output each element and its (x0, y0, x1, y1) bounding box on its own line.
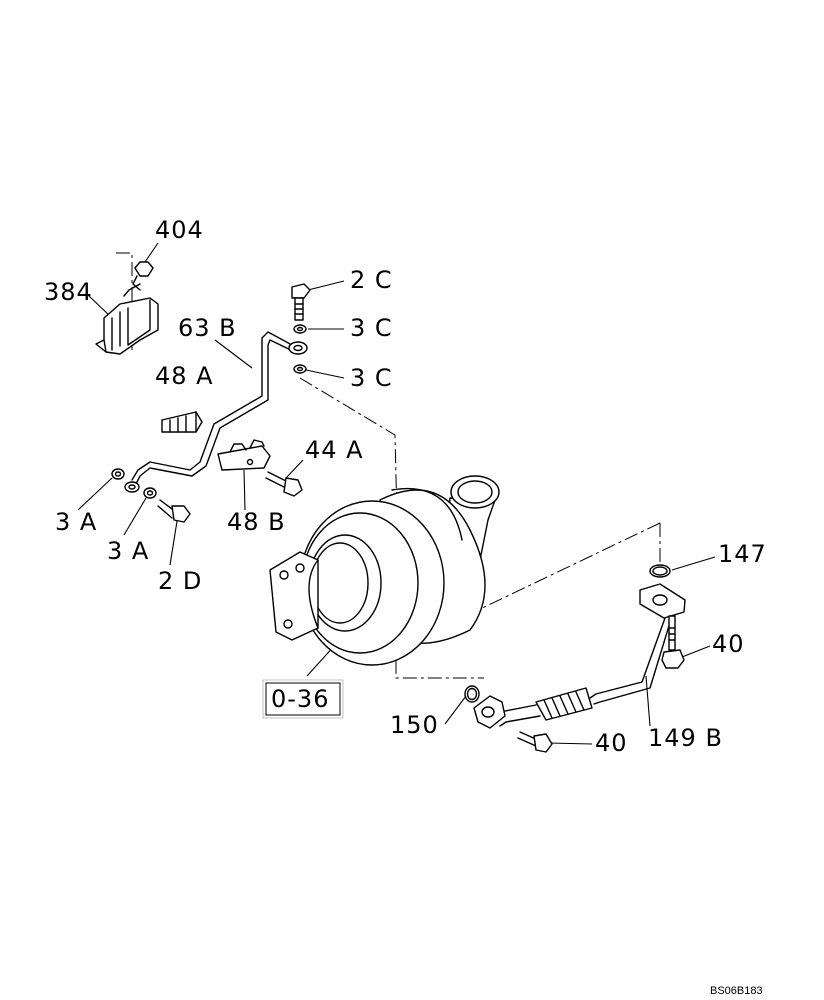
drawing-code: BS06B183 (710, 985, 763, 997)
bolt-404 (123, 261, 154, 297)
oil-return-pipe-149b (473, 583, 686, 729)
bolt-40-vertical (661, 615, 685, 669)
oring-147 (649, 564, 671, 578)
label-150: 150 (390, 711, 439, 739)
bracket-384 (95, 297, 159, 355)
label-40-right: 40 (712, 630, 745, 658)
reference-box-label: 0-36 (271, 685, 329, 713)
label-2c: 2 C (350, 266, 393, 294)
label-3c-upper: 3 C (350, 314, 393, 342)
leader-lines (77, 242, 716, 745)
label-149b: 149 B (648, 724, 723, 752)
label-3a-right: 3 A (107, 537, 149, 565)
label-404: 404 (155, 216, 204, 244)
oring-150 (464, 685, 480, 703)
washers-3a (111, 468, 157, 499)
label-384: 384 (44, 278, 93, 306)
oil-pipe-63b (124, 331, 308, 493)
bolt-2c (291, 283, 311, 321)
label-44a: 44 A (305, 436, 364, 464)
label-40-bottom: 40 (595, 729, 628, 757)
label-48a: 48 A (155, 362, 214, 390)
reference-box: 0-36 (262, 679, 344, 719)
clamp-48b (217, 439, 271, 471)
label-63b: 63 B (178, 314, 237, 342)
washers-3c (293, 324, 307, 374)
label-3a-left: 3 A (55, 508, 97, 536)
label-2d: 2 D (158, 567, 202, 595)
clamp-48a (161, 411, 203, 433)
bolt-40-horizontal (517, 731, 553, 753)
bolt-44a (265, 471, 303, 497)
label-3c-lower: 3 C (350, 364, 393, 392)
turbocharger (269, 475, 500, 666)
label-48b: 48 B (227, 508, 286, 536)
label-147: 147 (718, 540, 767, 568)
bolt-2d (157, 499, 191, 523)
